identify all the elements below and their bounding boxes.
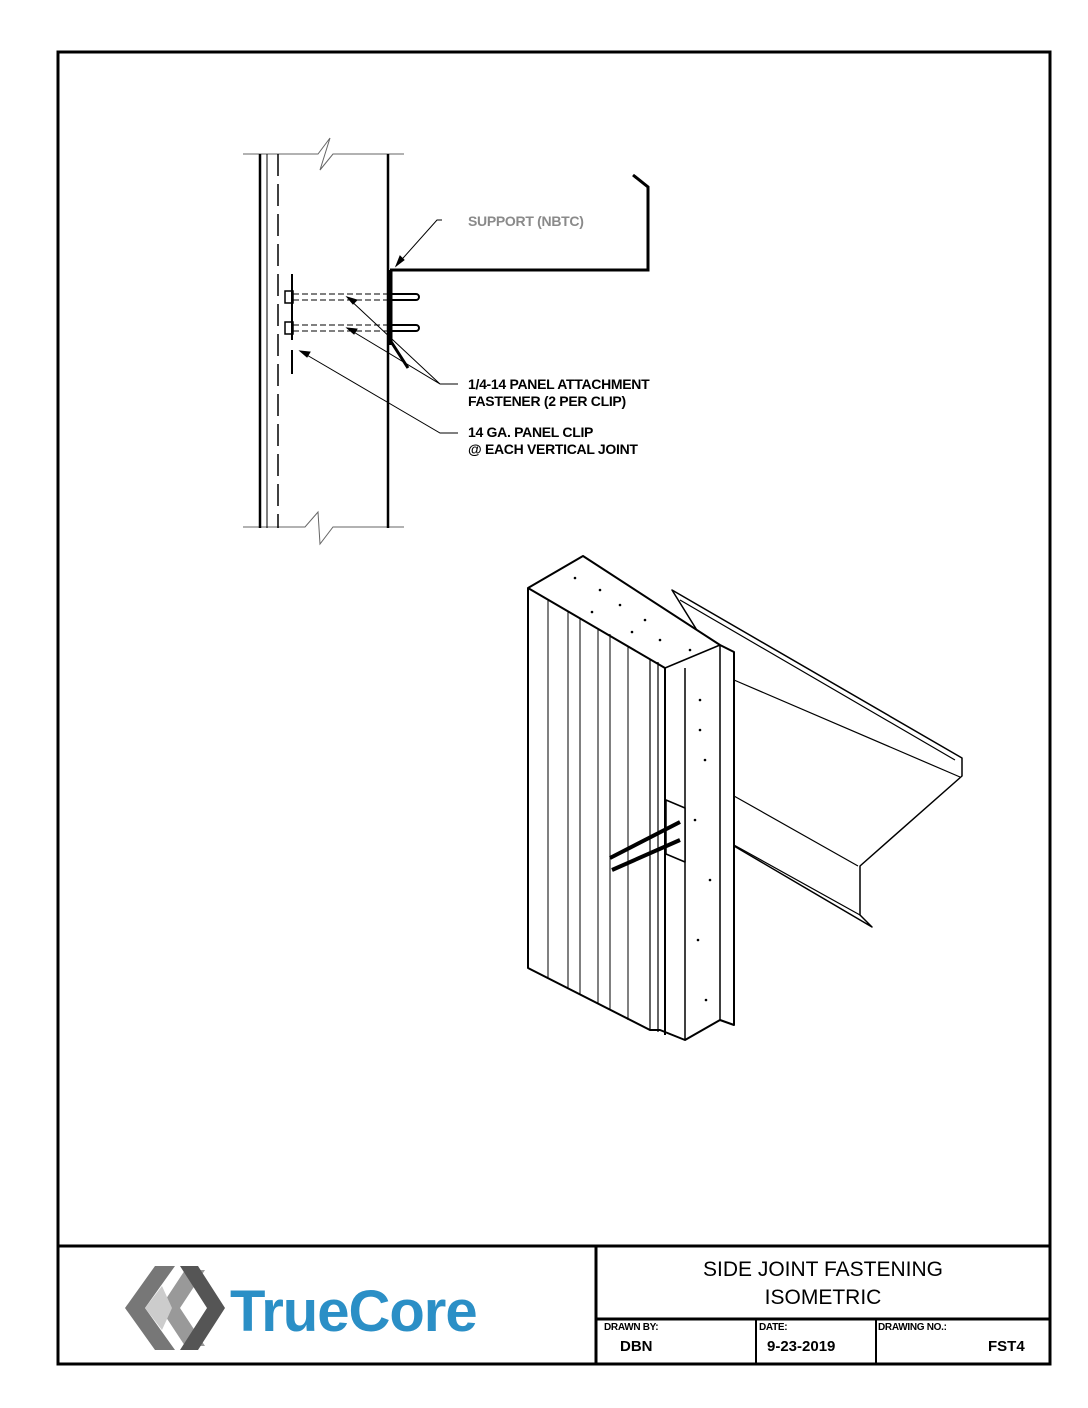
support-callout: SUPPORT (NBTC) xyxy=(468,213,584,229)
drawing-no-value: FST4 xyxy=(988,1338,1025,1355)
date-value: 9-23-2019 xyxy=(767,1338,836,1355)
date-label: DATE: xyxy=(759,1322,788,1333)
fastener-callout-line1: 1/4-14 PANEL ATTACHMENT xyxy=(468,376,650,392)
truecore-logo-text: TrueCore xyxy=(230,1279,478,1344)
fastener-callout-line2: FASTENER (2 PER CLIP) xyxy=(468,393,626,409)
drawn-by-label: DRAWN BY: xyxy=(604,1322,659,1333)
section-detail xyxy=(243,137,650,546)
clip-callout-line1: 14 GA. PANEL CLIP xyxy=(468,424,594,440)
truecore-logo-mark xyxy=(125,1266,225,1350)
drawing-title: SIDE JOINT FASTENING ISOMETRIC xyxy=(596,1256,1050,1312)
clip-callout-line2: @ EACH VERTICAL JOINT xyxy=(468,441,638,457)
sheet-border xyxy=(56,50,1052,1366)
title-block-grid xyxy=(58,1244,1050,1364)
drawing-no-label: DRAWING NO.: xyxy=(878,1322,947,1333)
title-line1: SIDE JOINT FASTENING xyxy=(703,1258,943,1281)
title-line2: ISOMETRIC xyxy=(764,1286,882,1309)
drawn-by-value: DBN xyxy=(620,1338,653,1355)
isometric-view xyxy=(527,555,963,1041)
